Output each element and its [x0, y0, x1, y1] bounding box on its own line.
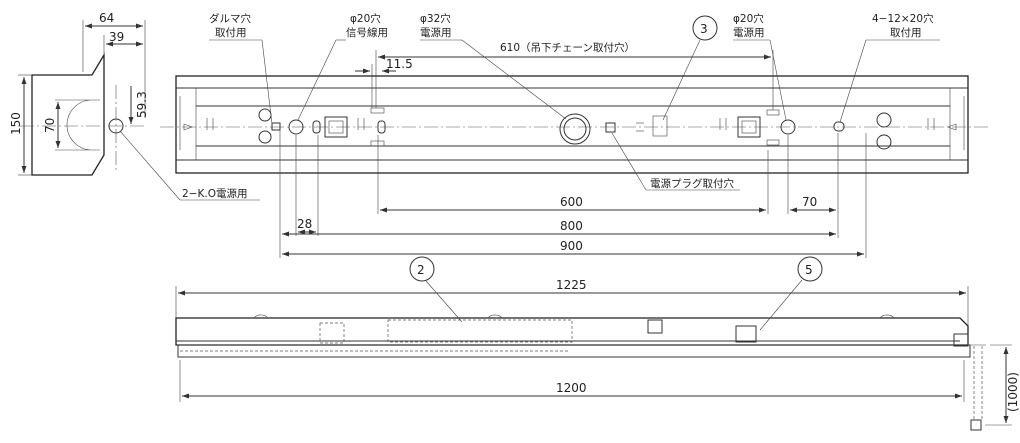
callout-5 — [797, 256, 823, 282]
dim-1200: 1200 — [556, 381, 587, 395]
hole-phi20-power — [780, 119, 796, 135]
daruma-sub: 取付用 — [215, 26, 247, 39]
plug-label: 電源プラグ取付穴 — [650, 177, 734, 190]
connector-right — [737, 116, 761, 138]
dim-39: 39 — [109, 30, 124, 44]
hole-phi20-signal — [288, 119, 304, 135]
power-hole-label: φ20穴 — [733, 12, 764, 25]
chain-dim: 610（吊下チェーン取付穴） — [500, 41, 635, 54]
callout-5-label: 5 — [805, 263, 813, 277]
top-view: ダルマ穴 取付用 φ20穴 信号線用 φ32穴 電源用 φ20穴 電源用 4−1… — [160, 12, 990, 258]
plug-hole — [605, 122, 616, 133]
component-5 — [735, 325, 757, 343]
callout-2 — [409, 256, 435, 282]
dim-1225: 1225 — [556, 278, 587, 292]
power-hole-sub: 電源用 — [733, 26, 765, 39]
dim-70: 70 — [43, 118, 57, 133]
hidden-component — [387, 319, 573, 343]
slot-sub: 取付用 — [890, 26, 922, 39]
dim-1000: (1000) — [1006, 372, 1020, 412]
dim-150: 150 — [9, 112, 23, 135]
hole-phi32 — [559, 113, 591, 145]
dim-59-3: 59.3 — [135, 91, 149, 118]
dim-70-top: 70 — [802, 195, 817, 209]
phi32-label: φ32穴 — [420, 12, 451, 25]
front-view: 1225 2 5 1200 (1000) — [175, 256, 1020, 431]
dim-900: 900 — [560, 239, 583, 253]
dim-28: 28 — [297, 217, 312, 231]
dim-64: 64 — [99, 11, 114, 25]
dim-600: 600 — [560, 195, 583, 209]
side-view: 64 39 150 70 59.3 2−K.O電源用 — [9, 11, 260, 201]
ko-label: 2−K.O電源用 — [182, 187, 247, 200]
signal-hole-sub: 信号線用 — [346, 26, 388, 39]
dim-800: 800 — [560, 219, 583, 233]
slot-label: 4−12×20穴 — [872, 12, 934, 25]
daruma-hole — [271, 122, 281, 131]
top-body — [175, 75, 969, 174]
callout-3 — [692, 15, 718, 41]
callout-2-label: 2 — [417, 263, 425, 277]
daruma-label: ダルマ穴 — [209, 12, 251, 25]
signal-hole-label: φ20穴 — [350, 12, 381, 25]
dim-11-5: 11.5 — [386, 57, 413, 71]
callout-3-label: 3 — [700, 22, 708, 36]
side-profile — [31, 52, 105, 176]
phi32-sub: 電源用 — [420, 26, 452, 39]
connector-left — [324, 116, 348, 138]
